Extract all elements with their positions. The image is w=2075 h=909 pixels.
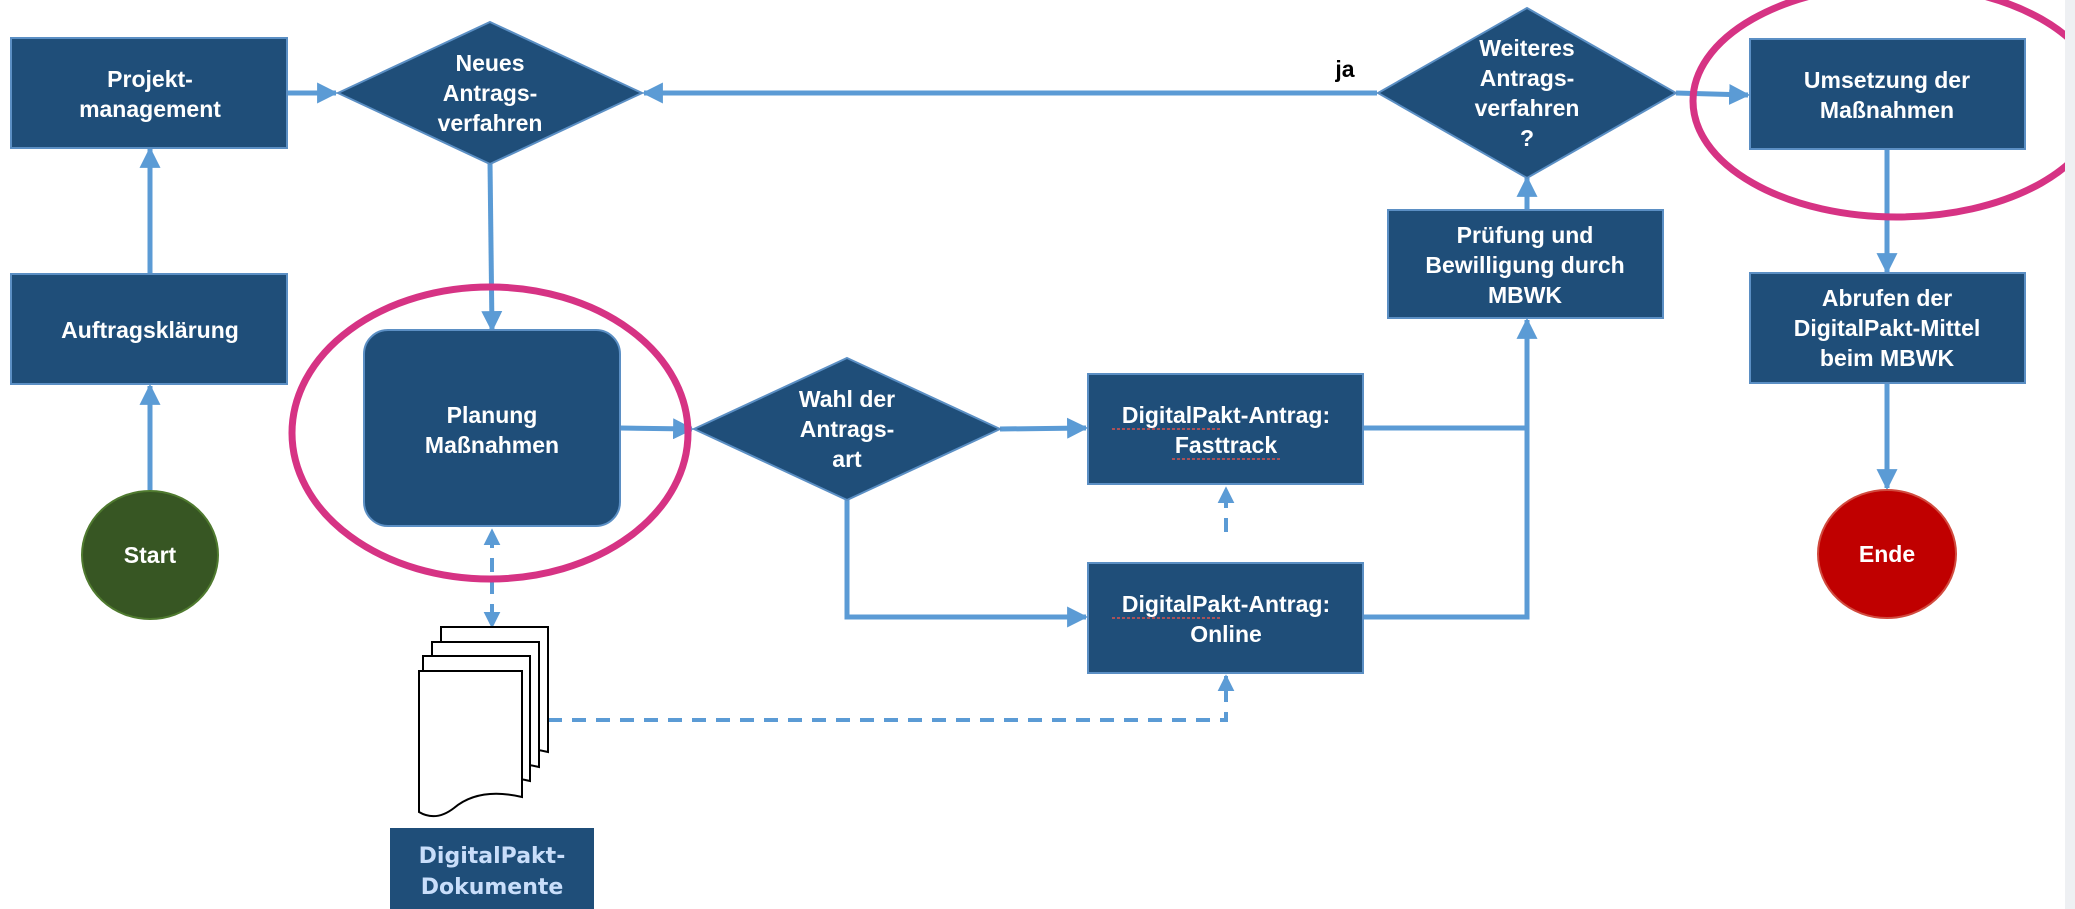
- node-pruefung-bewilligung-line-1: Prüfung und: [1457, 222, 1594, 248]
- node-antrag-fasttrack: DigitalPakt-Antrag: Fasttrack: [1087, 373, 1364, 485]
- node-pruefung-bewilligung-line-3: MBWK: [1488, 282, 1562, 308]
- node-neues-antragsverfahren-line-2: Antrags-: [443, 80, 538, 106]
- node-antrag-online-line-1: DigitalPakt-Antrag:: [1122, 591, 1330, 617]
- node-start: Start: [81, 490, 219, 620]
- node-ende: Ende: [1817, 489, 1957, 619]
- node-neues-antragsverfahren: Neues Antrags- verfahren: [335, 20, 645, 166]
- edge-dokumente-to-online-dashed: [548, 674, 1235, 722]
- node-antrag-fasttrack-line-2: Fasttrack: [1175, 432, 1277, 458]
- node-digitalpakt-dokumente-line-1: DigitalPakt-: [419, 844, 566, 869]
- node-wahl-antragsart: Wahl der Antrags- art: [691, 356, 1003, 502]
- node-abrufen-mittel-line-3: beim MBWK: [1820, 345, 1955, 371]
- node-digitalpakt-dokumente: DigitalPakt- Dokumente: [390, 828, 594, 909]
- edges: [139, 82, 1898, 722]
- node-projektmanagement: Projekt- management: [10, 37, 288, 149]
- node-weiteres-antragsverfahren-line-2: Antrags-: [1480, 65, 1575, 91]
- edge-wahl-to-fasttrack: [999, 417, 1089, 439]
- edge-wahl-to-online: [844, 499, 1089, 628]
- edge-fasttrack-to-pruefung: [1363, 317, 1538, 431]
- node-auftragsklaerung-label: Auftragsklärung: [61, 317, 239, 343]
- node-neues-antragsverfahren-line-3: verfahren: [438, 110, 543, 136]
- node-umsetzung-massnahmen-line-1: Umsetzung der: [1804, 67, 1970, 93]
- node-ende-label: Ende: [1859, 541, 1915, 567]
- node-weiteres-antragsverfahren-line-3: verfahren: [1475, 95, 1580, 121]
- node-projektmanagement-line-1: Projekt-: [107, 66, 193, 92]
- node-wahl-antragsart-line-1: Wahl der: [799, 386, 895, 412]
- node-planung-massnahmen-line-2: Maßnahmen: [425, 432, 559, 458]
- highlight-umsetzung-massnahmen: [1689, 0, 2075, 221]
- node-planung-massnahmen-line-1: Planung: [447, 402, 538, 428]
- node-projektmanagement-line-2: management: [79, 96, 221, 122]
- node-antrag-online-line-2: Online: [1190, 621, 1262, 647]
- node-wahl-antragsart-line-3: art: [832, 446, 862, 472]
- node-pruefung-bewilligung: Prüfung und Bewilligung durch MBWK: [1387, 209, 1664, 319]
- highlight-planung-massnahmen: [288, 283, 692, 583]
- node-abrufen-mittel-line-1: Abrufen der: [1822, 285, 1952, 311]
- node-umsetzung-massnahmen-line-2: Maßnahmen: [1820, 97, 1954, 123]
- node-weiteres-antragsverfahren-line-4: ?: [1520, 125, 1534, 151]
- node-antrag-online: DigitalPakt-Antrag: Online: [1087, 562, 1364, 674]
- node-planung-massnahmen: Planung Maßnahmen: [363, 329, 621, 527]
- vertical-scrollbar[interactable]: [2065, 0, 2075, 909]
- document-stack-icon: [418, 670, 523, 818]
- node-umsetzung-massnahmen: Umsetzung der Maßnahmen: [1749, 38, 2026, 150]
- node-dokumente-stack: [418, 626, 549, 818]
- edge-neues-antragsverfahren-to-planung: [481, 161, 503, 333]
- node-weiteres-antragsverfahren-line-1: Weiteres: [1479, 35, 1574, 61]
- edge-online-to-pruefung: [1363, 428, 1530, 620]
- node-wahl-antragsart-line-2: Antrags-: [800, 416, 895, 442]
- edge-weiteres-to-umsetzung: [1675, 83, 1751, 105]
- node-digitalpakt-dokumente-line-2: Dokumente: [421, 875, 564, 900]
- node-antrag-fasttrack-line-1: DigitalPakt-Antrag:: [1122, 402, 1330, 428]
- node-abrufen-mittel: Abrufen der DigitalPakt-Mittel beim MBWK: [1749, 272, 2026, 384]
- node-weiteres-antragsverfahren: Weiteres Antrags- verfahren ?: [1375, 6, 1679, 180]
- node-start-label: Start: [124, 542, 177, 568]
- node-abrufen-mittel-line-2: DigitalPakt-Mittel: [1794, 315, 1981, 341]
- node-neues-antragsverfahren-line-1: Neues: [455, 50, 524, 76]
- node-pruefung-bewilligung-line-2: Bewilligung durch: [1425, 252, 1624, 278]
- edge-planung-to-wahl-antragsart: [619, 418, 695, 440]
- edge-label-ja: ja: [1334, 56, 1354, 82]
- node-auftragsklaerung: Auftragsklärung: [10, 273, 288, 385]
